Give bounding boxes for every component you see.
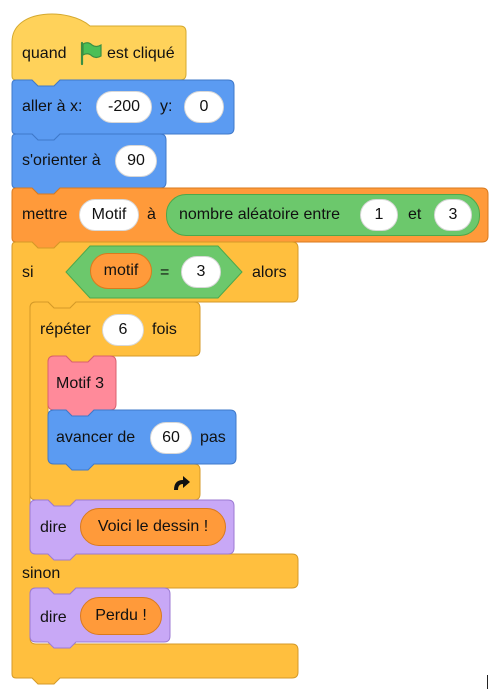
y-value-input[interactable]: 0 <box>184 91 224 123</box>
repeat-label: répéter <box>40 321 91 338</box>
random-number-reporter[interactable]: nombre aléatoire entre <box>166 194 480 236</box>
hat-prefix-label: quand <box>22 45 67 62</box>
move-steps-input[interactable]: 60 <box>150 422 192 454</box>
else-label: sinon <box>22 565 61 582</box>
equals-symbol: = <box>160 264 170 281</box>
say-win-label: dire <box>40 519 67 536</box>
repeat-suffix-label: fois <box>152 321 177 338</box>
if-label: si <box>22 264 34 281</box>
then-label: alors <box>252 264 287 281</box>
repeat-count-input[interactable]: 6 <box>102 314 144 346</box>
text-cursor <box>487 675 488 689</box>
say-lose-message-input[interactable]: Perdu ! <box>80 597 162 635</box>
move-block[interactable] <box>47 409 237 471</box>
compare-value-input[interactable]: 3 <box>181 256 221 288</box>
motif-variable-reporter[interactable]: motif <box>90 253 152 289</box>
goto-x-label: aller à x: <box>22 98 83 115</box>
loop-arrow-icon <box>174 476 190 490</box>
set-label: mettre <box>22 206 68 223</box>
if-else-block[interactable] <box>11 241 299 685</box>
goto-y-label: y: <box>160 98 173 115</box>
random-to-input[interactable]: 3 <box>434 199 472 231</box>
move-suffix-label: pas <box>200 429 226 446</box>
hat-suffix-label: est cliqué <box>107 45 175 62</box>
direction-value-input[interactable]: 90 <box>115 145 157 177</box>
say-lose-label: dire <box>40 609 67 626</box>
random-label: nombre aléatoire entre <box>179 206 340 223</box>
set-to-label: à <box>147 206 156 223</box>
point-label: s'orienter à <box>22 152 101 169</box>
say-win-message-input[interactable]: Voici le dessin ! <box>80 508 226 546</box>
custom-block-label: Motif 3 <box>56 375 105 392</box>
green-flag-icon <box>80 41 102 66</box>
random-from-input[interactable]: 1 <box>360 199 398 231</box>
x-value-input[interactable]: -200 <box>96 91 152 123</box>
random-and-label: et <box>408 206 422 223</box>
variable-name-dropdown[interactable]: Motif <box>79 199 139 231</box>
move-label: avancer de <box>56 429 136 446</box>
